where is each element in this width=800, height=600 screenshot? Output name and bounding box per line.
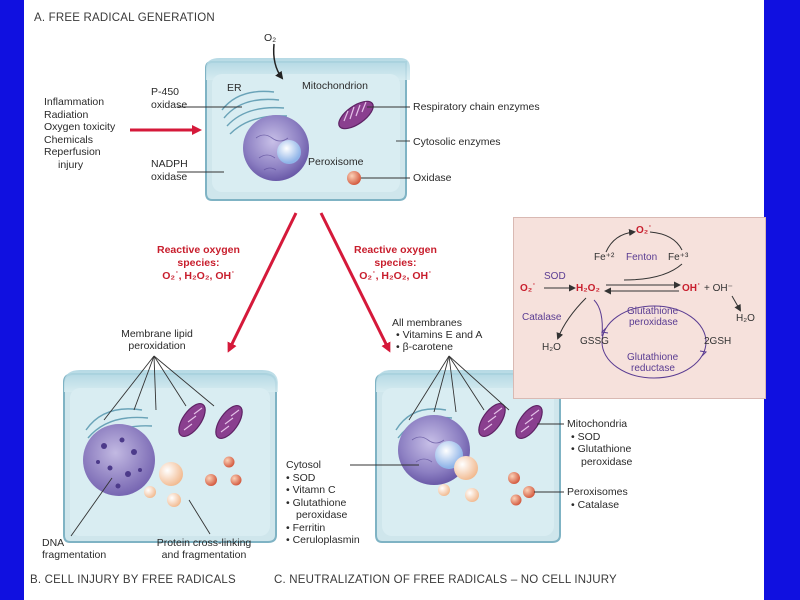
- cause-item: Reperfusion: [44, 146, 101, 158]
- panel-gpx1: Glutathione: [627, 306, 679, 317]
- panel-fe3: Fe⁺³: [668, 252, 689, 263]
- panel-gr1: Glutathione: [627, 352, 679, 363]
- panel-h2o-left: H₂O: [542, 342, 561, 353]
- panel-fenton: Fenton: [626, 252, 658, 263]
- figure-graphics: [63, 43, 564, 543]
- respiratory-label: Respiratory chain enzymes: [413, 101, 540, 113]
- reaction-arrows: [544, 229, 741, 379]
- damaged-mitochondrion-icon: [178, 403, 243, 439]
- panel-fe2: Fe⁺²: [594, 252, 615, 263]
- panel-gpx2: peroxidase: [629, 317, 678, 328]
- cause-item: Oxygen toxicity: [44, 121, 116, 133]
- cause-item: Chemicals: [44, 133, 94, 146]
- cell-c: [375, 370, 562, 543]
- cytosolic-label: Cytosolic enzymes: [413, 136, 501, 148]
- all-membranes-label: All membranes • Vitamins E and A • β-car…: [392, 317, 483, 353]
- peroxisome-label: Peroxisome: [308, 156, 364, 168]
- mitochondrion-label: Mitochondrion: [302, 80, 368, 92]
- cytosol-list: Cytosol • SOD • Vitamn C • Glutathione p…: [286, 459, 360, 546]
- nadph-label: NADPH: [151, 158, 188, 170]
- cause-item: injury: [58, 158, 84, 171]
- panel-2gsh: 2GSH: [704, 336, 732, 347]
- ros-label-left: Reactive oxygen species: O₂˙, H₂O₂, OH˙: [157, 244, 240, 282]
- nucleus-icon: [243, 115, 309, 181]
- o2-label: O₂: [264, 32, 277, 44]
- cell-a: [205, 58, 410, 201]
- damaged-nucleus-icon: [83, 424, 155, 496]
- cell-b: [63, 370, 278, 543]
- protein-crosslinking-label: Protein cross-linking and fragmentation: [156, 537, 252, 561]
- panel-plus-oh: + OH⁻: [704, 283, 733, 294]
- mitochondria-list: Mitochondria • SOD • Glutathione peroxid…: [567, 418, 633, 468]
- membrane-lipid-label: Membrane lipid peroxidation: [121, 328, 193, 352]
- section-b-title: B. CELL INJURY BY FREE RADICALS: [30, 574, 236, 586]
- figure-page: A. FREE RADICAL GENERATION B. CELL INJUR…: [24, 0, 766, 600]
- peroxisomes-list: Peroxisomes • Catalase: [567, 486, 628, 511]
- cause-item: Inflammation: [44, 96, 105, 108]
- oxidase-label: Oxidase: [413, 172, 452, 184]
- er-label: ER: [227, 82, 242, 94]
- panel-h2o-right: H₂O: [736, 313, 755, 324]
- panel-h2o2: H₂O₂: [576, 283, 600, 294]
- cause-item: Radiation: [44, 108, 89, 121]
- panel-o2-left: O₂˙: [520, 283, 536, 294]
- p450-label: P-450: [151, 86, 180, 98]
- panel-o2-top: O₂˙: [636, 225, 652, 236]
- panel-catalase: Catalase: [522, 312, 562, 323]
- p450-oxidase-label: oxidase: [151, 99, 188, 111]
- section-c-title: C. NEUTRALIZATION OF FREE RADICALS – NO …: [274, 574, 617, 586]
- ros-label-right: Reactive oxygen species: O₂˙, H₂O₂, OH˙: [354, 244, 437, 282]
- panel-gssg: GSSG: [580, 336, 609, 347]
- nadph-oxidase-label: oxidase: [151, 171, 188, 183]
- causes-list: Inflammation Radiation Oxygen toxicity C…: [44, 96, 115, 171]
- panel-gr2: reductase: [631, 363, 675, 374]
- peroxisome-icon: [347, 171, 361, 185]
- section-a-title: A. FREE RADICAL GENERATION: [34, 12, 215, 24]
- reaction-panel: O₂˙ Fe⁺² Fenton Fe⁺³ SOD O₂˙ H₂O₂ OH˙ + …: [513, 217, 766, 399]
- panel-oh: OH˙: [682, 283, 701, 294]
- panel-sod: SOD: [544, 271, 566, 282]
- dna-fragmentation-label: DNA fragmentation: [42, 537, 107, 561]
- mitochondrion-icon: [338, 100, 374, 130]
